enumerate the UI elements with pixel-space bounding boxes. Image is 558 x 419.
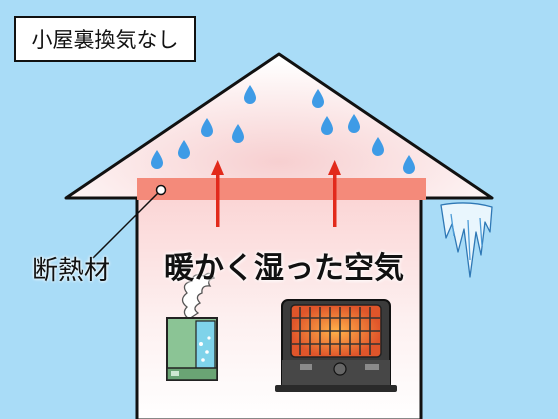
water-droplet-icon xyxy=(244,85,256,104)
condensation-droplets xyxy=(151,85,415,174)
water-droplet-icon xyxy=(232,124,244,143)
warm-humid-air-label: 暖かく湿った空気 xyxy=(164,251,404,286)
icicle-icon xyxy=(440,202,493,278)
water-droplet-icon xyxy=(178,140,190,159)
roof xyxy=(64,52,494,200)
water-droplet-icon xyxy=(403,155,415,174)
insulation-band xyxy=(137,178,426,200)
up-arrow-icon xyxy=(328,160,341,227)
title-box: 小屋裏換気なし xyxy=(14,16,196,62)
up-arrow-icon xyxy=(211,160,224,227)
water-droplet-icon xyxy=(151,150,163,169)
humidifier-icon xyxy=(166,272,218,381)
rising-air-arrows xyxy=(211,160,341,227)
water-droplet-icon xyxy=(372,137,384,156)
water-droplet-icon xyxy=(321,116,333,135)
insulation-label: 断熱材 xyxy=(32,256,111,286)
insulation-callout-line xyxy=(92,192,159,259)
water-droplet-icon xyxy=(348,114,360,133)
water-droplet-icon xyxy=(312,89,324,108)
insulation-callout-dot xyxy=(155,184,167,196)
water-droplet-icon xyxy=(201,118,213,137)
title-text: 小屋裏換気なし xyxy=(31,28,179,52)
heater-icon xyxy=(275,299,397,392)
